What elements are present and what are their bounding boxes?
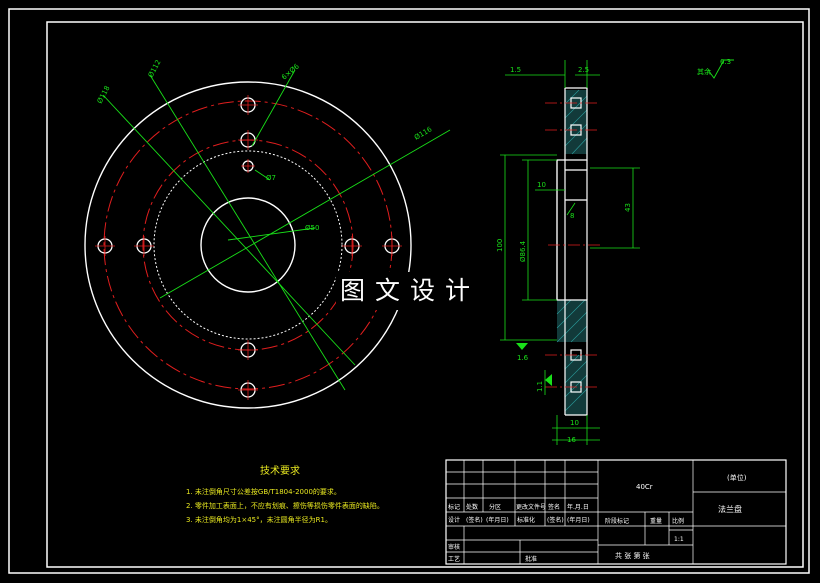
technical-requirements: 技术要求 1. 未注倒角尺寸公差按GB/T1804-2000的要求。 2. 零件… <box>186 464 384 524</box>
tb-weight: 重量 <box>650 517 662 525</box>
dim-10-top: 10 <box>537 181 546 189</box>
tech-req-item: 1. 未注倒角尺寸公差按GB/T1804-2000的要求。 <box>186 487 341 496</box>
side-dimension-labels: 1.5 2.5 10 8 43 100 Ø86.4 1.6 1.1 10 16 <box>496 66 632 444</box>
outer-circle <box>84 81 412 409</box>
section-outline <box>556 87 588 416</box>
tb-row-b-3: 标准化 <box>517 516 535 524</box>
dim-1-6: 1.6 <box>517 354 529 362</box>
dim-2-5: 2.5 <box>578 66 589 74</box>
dim-small-hole: Ø7 <box>266 174 276 182</box>
dim-1-5: 1.5 <box>510 66 521 74</box>
tb-row-b-2: (年月日) <box>486 516 509 524</box>
dim-8: 8 <box>570 212 574 220</box>
tb-row-a-5: 年.月.日 <box>567 503 589 511</box>
hatch-lines <box>556 89 588 412</box>
tb-unit: (单位) <box>727 473 747 482</box>
tb-left-0: 审核 <box>448 543 460 551</box>
tb-row-b-4: (签名) <box>547 516 564 524</box>
roughness-marks <box>516 343 552 386</box>
dim-43: 43 <box>624 203 632 212</box>
side-view: 1.5 2.5 10 8 43 100 Ø86.4 1.6 1.1 10 16 … <box>496 58 734 445</box>
tb-row-a-3: 更改文件号 <box>516 503 546 511</box>
side-centerlines <box>545 102 600 388</box>
watermark: 图文设计 <box>336 272 485 310</box>
dim-1-1: 1.1 <box>536 381 544 392</box>
front-dimension-labels: Ø118 Ø112 Ø116 6×Ø6 Ø7 Ø50 <box>96 59 434 232</box>
tb-stage: 阶段标记 <box>605 517 629 525</box>
title-block: 标记 处数 分区 更改文件号 签名 年.月.日 设计 (签名) (年月日) 标准… <box>445 459 787 565</box>
center-bore <box>200 197 296 293</box>
dim-pcd-a: Ø112 <box>147 59 163 79</box>
roughness-label: 其余 <box>697 67 711 76</box>
tb-approve: 批准 <box>525 555 537 563</box>
tb-row-a-0: 标记 <box>448 503 460 511</box>
roughness-value: 6.3 <box>720 58 731 66</box>
tb-row-b-1: (签名) <box>466 516 483 524</box>
front-view: Ø118 Ø112 Ø116 6×Ø6 Ø7 Ø50 <box>84 59 451 409</box>
general-roughness: 6.3 其余 <box>697 58 734 79</box>
inner-frame <box>46 21 804 568</box>
tb-material: 40Cr <box>636 483 653 491</box>
dim-100: 100 <box>496 239 504 252</box>
tb-row-b-0: 设计 <box>448 516 460 524</box>
tb-part-name: 法兰盘 <box>718 504 742 514</box>
tb-row-b-5: (年月日) <box>567 516 590 524</box>
dim-bore-dia: Ø86.4 <box>519 240 527 262</box>
dim-pcd-b: Ø116 <box>413 125 434 142</box>
tb-left-1: 工艺 <box>448 555 460 563</box>
tech-req-item: 3. 未注倒角均为1×45°，未注圆角半径为R1。 <box>186 515 332 524</box>
front-dimension-lines <box>102 69 451 391</box>
tb-row-a-2: 分区 <box>489 503 501 511</box>
tb-scale-label: 比例 <box>672 517 684 525</box>
tech-req-title: 技术要求 <box>260 464 300 477</box>
dim-10-bottom: 10 <box>570 419 579 427</box>
tb-scale-value: 1:1 <box>674 536 684 543</box>
side-dimension-lines <box>500 60 640 445</box>
hidden-circle <box>153 150 343 340</box>
tech-req-item: 2. 零件加工表面上，不应有划痕、擦伤等损伤零件表面的缺陷。 <box>186 501 384 510</box>
tb-row-a-4: 签名 <box>548 503 560 511</box>
tb-sheet: 共 张 第 张 <box>615 551 650 560</box>
hole-centerlines <box>95 95 402 400</box>
dim-bore: Ø50 <box>305 224 319 232</box>
dim-16: 16 <box>567 436 576 444</box>
tb-row-a-1: 处数 <box>466 503 478 511</box>
outer-frame <box>8 8 810 574</box>
dim-hole-count: 6×Ø6 <box>280 62 301 82</box>
